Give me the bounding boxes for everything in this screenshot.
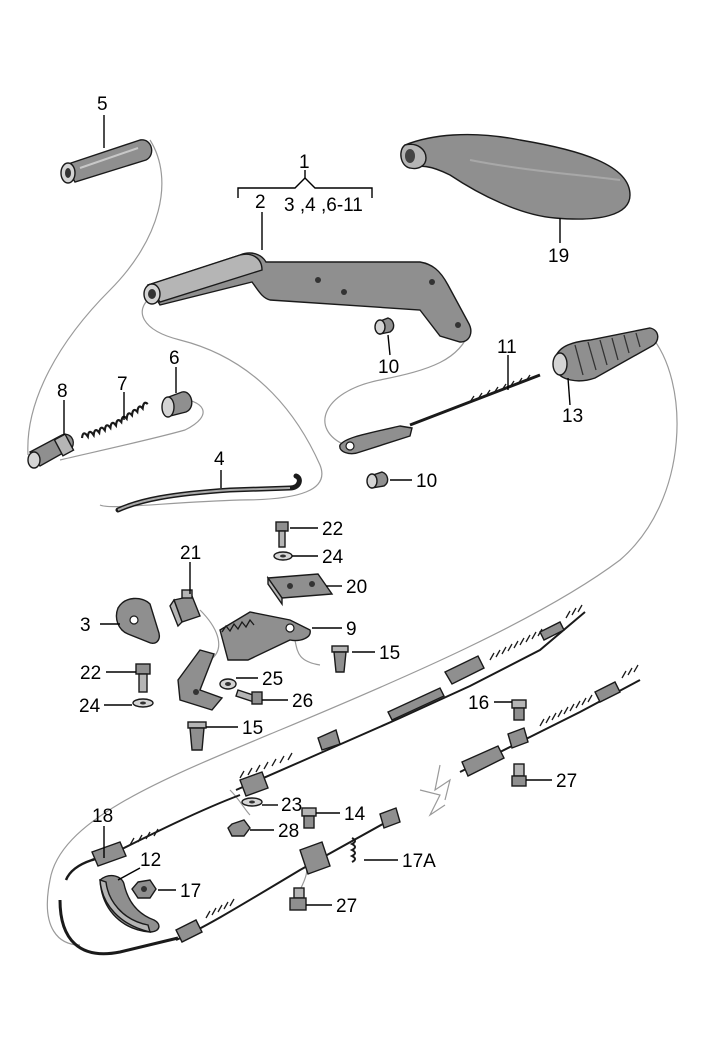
label-part-9: 9: [346, 619, 357, 640]
part-11-threaded-rod: [339, 373, 541, 455]
label-part-24-lower: 24: [79, 696, 101, 717]
label-part-3: 3: [80, 615, 91, 636]
leader-lines: [63, 115, 571, 906]
part-24-washer-lower: [132, 698, 154, 708]
part-15-rivet-lower: [187, 721, 207, 751]
part-16-screw: [511, 699, 527, 721]
part-8-cable-end: [27, 433, 75, 469]
part-17-nut: [131, 879, 157, 899]
part-3-pawl: [115, 597, 160, 644]
part-24-washer-upper: [273, 551, 293, 561]
part-12-cable-guide: [99, 874, 160, 933]
part-20-plate: [266, 573, 334, 607]
label-part-27-upper: 27: [556, 771, 577, 792]
label-part-15-upper: 15: [379, 643, 400, 664]
label-part-19: 19: [548, 246, 569, 267]
label-part-14: 14: [344, 804, 366, 825]
label-part-23: 23: [281, 795, 302, 816]
label-part-17: 17: [180, 881, 201, 902]
part-6-bushing: [161, 391, 193, 418]
label-part-4: 4: [214, 449, 225, 470]
label-part-22-lower: 22: [80, 663, 101, 684]
label-part-1-range: 3 ,4 ,6-11: [284, 195, 363, 216]
part-2-handbrake-lever: [143, 252, 472, 343]
label-part-15-lower: 15: [242, 718, 263, 739]
part-28-nut: [227, 819, 251, 837]
part-10-pin-upper: [374, 317, 395, 335]
part-27-screw-lower: [289, 887, 307, 911]
label-part-16: 16: [468, 693, 489, 714]
label-part-28: 28: [278, 821, 299, 842]
label-part-8: 8: [57, 381, 68, 402]
label-part-10-upper: 10: [378, 357, 399, 378]
label-part-7: 7: [117, 374, 128, 395]
cable-main-right: [459, 664, 641, 777]
label-part-6: 6: [169, 348, 180, 369]
label-part-26: 26: [292, 691, 313, 712]
part-23-washer: [241, 797, 263, 807]
label-part-18: 18: [92, 806, 113, 827]
part-25-washer: [219, 678, 237, 690]
label-part-10-lower: 10: [416, 471, 437, 492]
label-part-1: 1: [299, 152, 310, 173]
label-part-21: 21: [180, 543, 201, 564]
part-17a-spring: [349, 837, 356, 863]
part-22-bolt-lower: [135, 663, 151, 693]
part-7-spring: [80, 401, 149, 440]
cable-main-upper: [235, 604, 586, 791]
part-14-screw: [301, 807, 317, 829]
part-13-boot: [552, 327, 659, 382]
label-part-27-lower: 27: [336, 896, 357, 917]
part-4-rod: [115, 473, 302, 513]
label-part-22-upper: 22: [322, 519, 343, 540]
part-15-rivet-upper: [331, 645, 349, 673]
part-26-bolt: [235, 689, 263, 705]
part-18-cable-hose: [58, 841, 179, 956]
mounting-bracket: [177, 649, 224, 711]
label-part-20: 20: [346, 577, 367, 598]
label-part-17a: 17A: [402, 851, 436, 872]
cable-lower: [119, 771, 401, 943]
label-part-13: 13: [562, 406, 583, 427]
label-part-5: 5: [97, 94, 108, 115]
part-19-handle-cover: [400, 133, 631, 220]
part-labels: 1 3 ,4 ,6-11 2 3 4 5 6 7 8 9 10 10 11 12…: [57, 94, 583, 917]
part-21-switch: [169, 589, 201, 628]
label-part-11: 11: [497, 337, 517, 358]
label-part-25: 25: [262, 669, 283, 690]
label-part-2: 2: [255, 192, 266, 213]
part-9-ratchet-segment: [219, 611, 311, 661]
part-10-pin-lower: [366, 471, 389, 489]
label-part-24-upper: 24: [322, 547, 344, 568]
part-22-bolt-upper: [275, 521, 289, 548]
part-27-screw-upper: [511, 763, 527, 787]
assembly-guide-lines: [27, 139, 678, 946]
part-5-grip-sleeve: [60, 139, 153, 184]
label-part-12: 12: [140, 850, 161, 871]
